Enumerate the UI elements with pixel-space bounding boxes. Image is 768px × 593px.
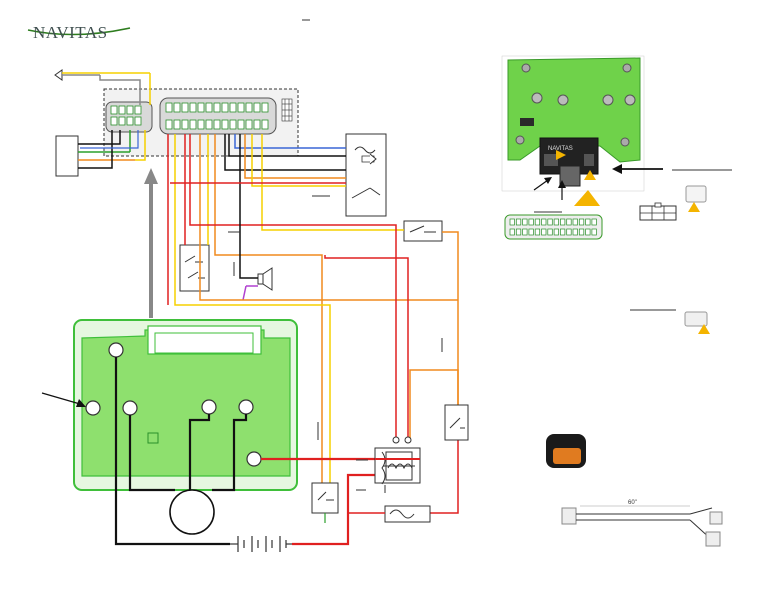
connector-pin [173, 119, 181, 130]
connector-pin [566, 228, 572, 236]
connector-pin [173, 102, 181, 113]
aux-connector [105, 101, 153, 133]
connector-pin [509, 228, 515, 236]
connector-pin [560, 218, 566, 226]
connector-pin [553, 218, 559, 226]
harness-wires [167, 134, 459, 514]
pedal-switch [444, 404, 469, 441]
harness-length-label: 60" [628, 500, 637, 506]
connector-pin [591, 218, 597, 226]
connector-pin [572, 218, 578, 226]
connector-pin [189, 119, 197, 130]
connector-pin [237, 102, 245, 113]
connector-pin [547, 228, 553, 236]
connector-pin [181, 102, 189, 113]
connector-pin [213, 102, 221, 113]
grid-icon [281, 98, 293, 122]
pointer-arrow [41, 392, 86, 407]
fuse [347, 505, 431, 523]
connector-pin [566, 218, 572, 226]
direction-relay [345, 133, 387, 217]
connector-plug [546, 434, 586, 468]
motor [169, 489, 215, 535]
connector-pin [572, 228, 578, 236]
connector-pin [253, 102, 261, 113]
connector-pin [560, 228, 566, 236]
connector-pin [541, 228, 547, 236]
connector-pin [205, 102, 213, 113]
connector-pin [591, 228, 597, 236]
connector-pin [197, 102, 205, 113]
key-switch [403, 220, 443, 242]
connector-pin [221, 119, 229, 130]
connector-pin [534, 228, 541, 236]
connector-pin [515, 228, 522, 236]
brake-switch [311, 482, 339, 523]
six-pin-connector [639, 185, 707, 221]
brand-name: NAVITAS [33, 23, 108, 42]
pinout-diagram [504, 211, 603, 240]
photo-arrows [533, 164, 732, 206]
connector-pin [522, 228, 528, 236]
battery-pack [230, 536, 292, 552]
main-contactor [374, 436, 421, 493]
temperature-sensor [54, 69, 151, 105]
horn [242, 267, 273, 301]
connector-pin [509, 218, 515, 226]
photo-label: NAVITAS [548, 146, 573, 152]
connector-pin [189, 102, 197, 113]
connector-pin [534, 218, 541, 226]
controller-board [73, 319, 298, 491]
connector-pin [237, 119, 245, 130]
brand-logo: NAVITAS [27, 23, 131, 42]
connector-pin [181, 119, 189, 130]
small-connector-icon [630, 309, 710, 334]
connector-pin [515, 218, 522, 226]
connector-pin [221, 102, 229, 113]
connector-pin [522, 218, 528, 226]
connector-pin [165, 119, 173, 130]
connector-pin [229, 102, 237, 113]
connector-pin [528, 228, 534, 236]
connector-pin [585, 218, 591, 226]
connector-pin [253, 119, 261, 130]
throttle-connector [55, 130, 146, 177]
connector-pin [553, 228, 559, 236]
controller-photo: NAVITAS [501, 55, 645, 192]
connector-pin [229, 119, 237, 130]
connector-pin [528, 218, 534, 226]
logic-connector [159, 97, 277, 135]
forward-reverse-switch [179, 244, 210, 292]
harness-photo: 60" [561, 500, 723, 547]
connector-pin [541, 218, 547, 226]
connector-pin [578, 228, 585, 236]
connector-pin [261, 119, 269, 130]
connector-pin [547, 218, 553, 226]
connector-pin [261, 102, 269, 113]
connector-pin [585, 228, 591, 236]
connector-pin [245, 119, 253, 130]
connector-pin [578, 218, 585, 226]
arrow-up-icon [144, 168, 158, 318]
connector-pin [197, 119, 205, 130]
motor-wiring [114, 357, 375, 546]
connector-pin [205, 119, 213, 130]
connector-pin [165, 102, 173, 113]
connector-pin [213, 119, 221, 130]
connector-pin [245, 102, 253, 113]
